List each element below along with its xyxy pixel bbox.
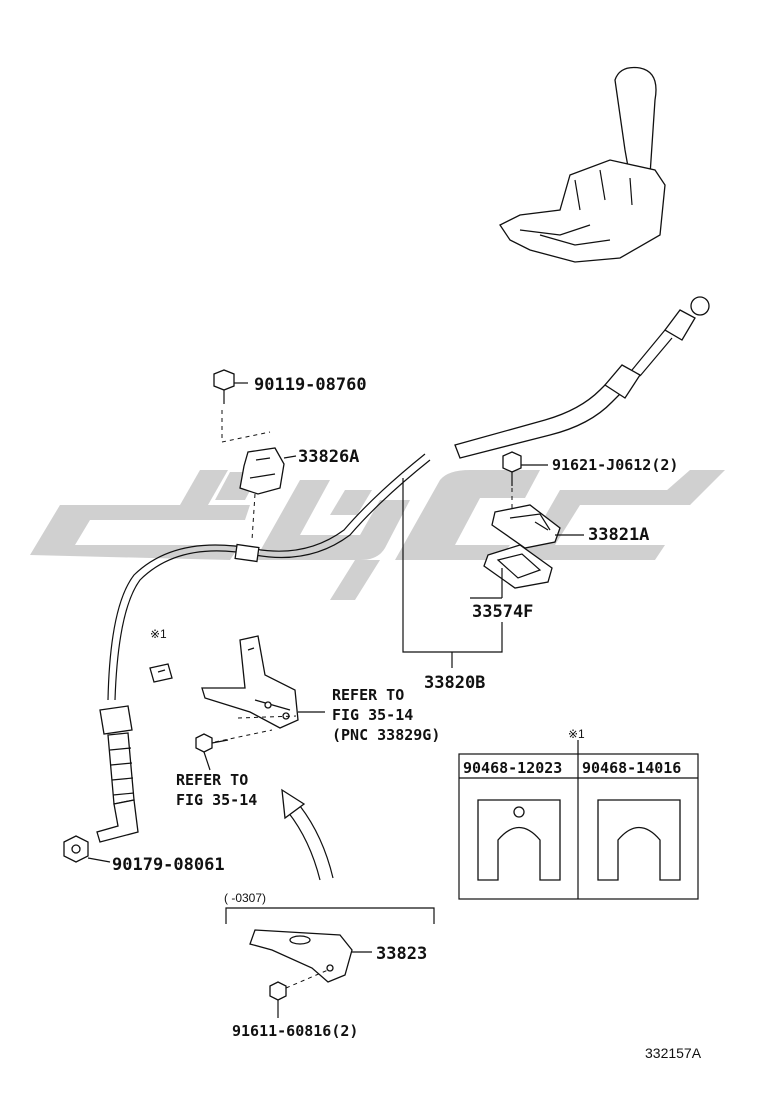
label-note-table: ※1 [568,727,585,741]
label-bolt-bottom: 91611-60816(2) [232,1022,358,1040]
bolt-right-part [502,451,548,512]
bolt-small-part [195,733,229,771]
label-bracket-b: 33823 [376,944,427,964]
shift-cable [96,296,710,843]
nut-part [63,835,111,863]
label-nut: 90179-08061 [112,855,225,875]
label-date-range: ( -0307) [224,891,266,905]
spacer-table [458,740,699,900]
label-retainer: 33821A [588,525,649,545]
bolt-top-part [213,369,271,443]
label-bolt-right: 91621-J0612(2) [552,456,678,474]
label-refer2-line1: REFER TO [176,771,248,789]
mounting-bracket-part [201,635,325,743]
shift-lever-assembly [499,66,666,263]
label-bolt-top: 90119-08760 [254,375,367,395]
table-header-col2: 90468-14016 [582,759,681,777]
bracket-b-part [249,929,372,989]
label-note-left: ※1 [150,627,167,641]
table-header-col1: 90468-12023 [463,759,562,777]
label-figure-id: 332157A [645,1045,702,1061]
label-refer2-line2: FIG 35-14 [176,791,257,809]
label-refer1-line3: (PNC 33829G) [332,726,440,744]
bracket-a-part [239,447,297,541]
bolt-bottom-part [269,981,287,1018]
label-refer1-line2: FIG 35-14 [332,706,413,724]
cushion-part [470,544,553,599]
label-cushion: 33574F [472,602,533,622]
cable-label-bracket [402,478,503,668]
retainer-part [491,504,584,549]
clip-part [149,663,173,683]
label-bracket-a: 33826A [298,447,359,467]
label-refer1-line1: REFER TO [332,686,404,704]
direction-arrow [281,788,334,881]
date-range-bracket [225,907,435,924]
label-cable: 33820B [424,673,485,693]
